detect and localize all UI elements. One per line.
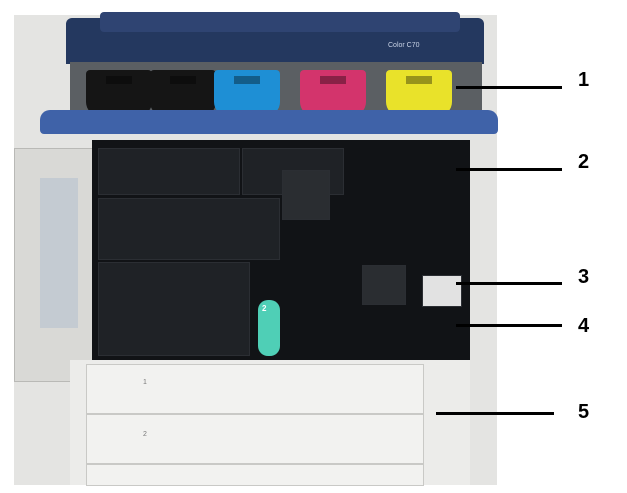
toner-cartridge-yellow[interactable] bbox=[386, 70, 452, 116]
interior-panel bbox=[98, 198, 280, 260]
toner-cartridge-cyan[interactable] bbox=[214, 70, 280, 116]
toner-cartridge-black-2[interactable] bbox=[150, 70, 216, 116]
drum-cartridge[interactable] bbox=[282, 170, 330, 220]
callout-number: 5 bbox=[578, 401, 590, 423]
callout-line-5 bbox=[436, 412, 554, 415]
tray-number: 2 bbox=[143, 431, 147, 438]
toner-cartridge-black-1[interactable] bbox=[86, 70, 152, 116]
callout-number: 3 bbox=[578, 266, 590, 288]
callout-line-4 bbox=[456, 324, 562, 327]
top-panel bbox=[100, 12, 460, 32]
callout-number: 4 bbox=[578, 315, 590, 337]
callout-number: 1 bbox=[578, 69, 590, 91]
tray-number: 1 bbox=[143, 379, 147, 386]
callout-line-1 bbox=[456, 86, 562, 89]
paper-tray-1[interactable]: 1 bbox=[86, 364, 424, 414]
door-inner-panel bbox=[40, 178, 78, 328]
toner-cartridge-magenta[interactable] bbox=[300, 70, 366, 116]
transfer-lever[interactable] bbox=[258, 300, 280, 356]
printer-interior bbox=[92, 140, 470, 362]
front-cover-lip bbox=[40, 110, 498, 134]
interior-panel bbox=[98, 262, 250, 356]
model-label: Color C70 bbox=[388, 42, 420, 49]
paper-tray-3[interactable] bbox=[86, 464, 424, 486]
interior-panel bbox=[98, 148, 240, 195]
callout-line-2 bbox=[456, 168, 562, 171]
paper-tray-2[interactable]: 2 bbox=[86, 414, 424, 464]
waste-toner-container[interactable] bbox=[422, 275, 462, 307]
lever-number: 2 bbox=[262, 304, 267, 313]
callout-line-3 bbox=[456, 282, 562, 285]
callout-number: 2 bbox=[578, 151, 590, 173]
fuser-handle[interactable] bbox=[362, 265, 406, 305]
